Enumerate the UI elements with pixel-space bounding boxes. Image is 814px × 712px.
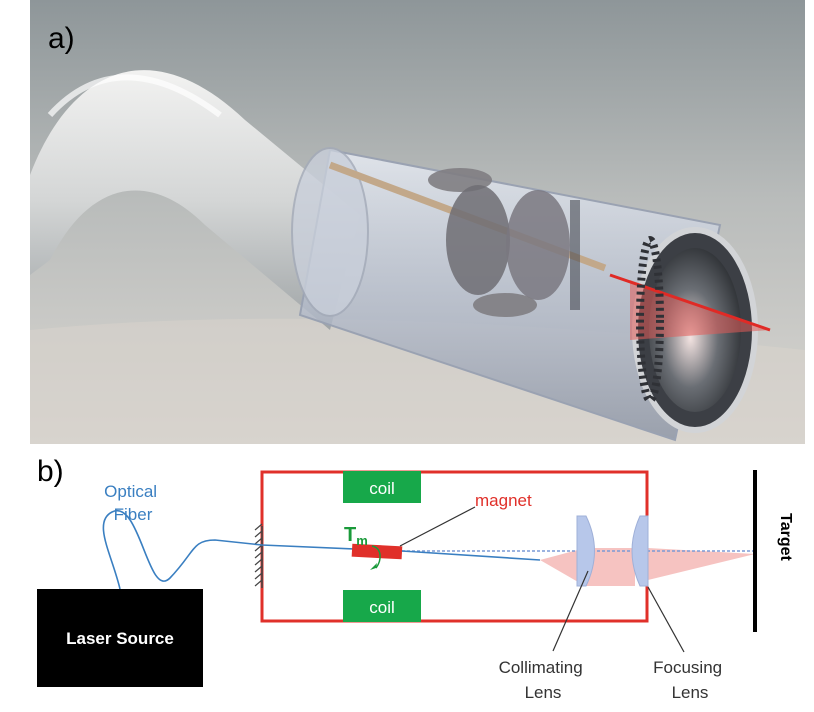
optical-fiber-label: Optical Fiber	[104, 482, 162, 524]
focusing-lens-label: Focusing Lens	[653, 658, 727, 702]
optical-fiber	[102, 509, 541, 590]
magnet	[351, 543, 403, 560]
collimating-lens	[576, 515, 595, 587]
target-label: Target	[777, 513, 794, 561]
collimated-beam	[540, 548, 585, 586]
coil-bottom	[343, 590, 421, 622]
coil-top	[343, 471, 421, 503]
probe-render	[30, 0, 805, 444]
torque-arrow	[371, 545, 381, 569]
collimating-lens-label: Collimating Lens	[499, 658, 588, 702]
focusing-lens	[631, 515, 649, 587]
catheter-tube	[30, 70, 360, 330]
magnet-label: magnet	[475, 491, 532, 510]
coil-bottom-label: coil	[369, 598, 395, 617]
focused-beam	[648, 548, 755, 580]
panel-b-label: b)	[37, 455, 64, 488]
panel-a-label: a)	[48, 22, 75, 55]
torque-label: Tm	[344, 524, 368, 548]
laser-source-label: Laser Source	[66, 629, 174, 648]
probe-schematic: coil coil magnet Tm Target Collimating L…	[37, 470, 794, 702]
laser-source	[37, 589, 203, 687]
coil-top-label: coil	[369, 479, 395, 498]
